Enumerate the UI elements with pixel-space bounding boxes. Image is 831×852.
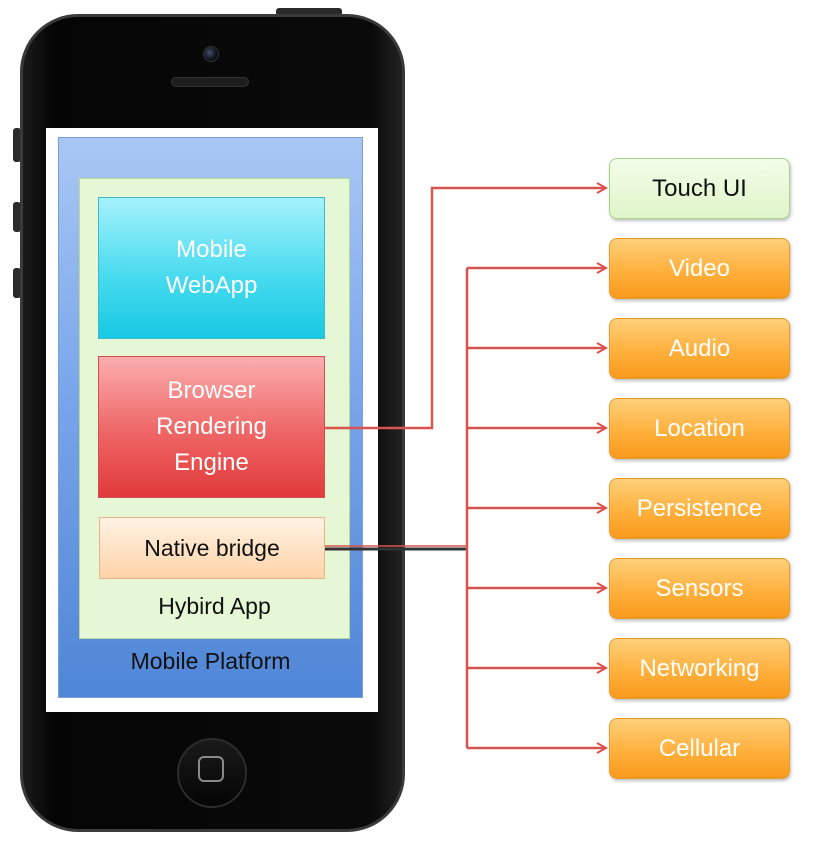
capability-label: Sensors [655,574,744,602]
mobile-platform-label: Mobile Platform [130,647,291,674]
home-square-icon [198,756,224,782]
mobile-webapp-box: Mobile WebApp [98,197,325,339]
capability-cellular: Cellular [609,718,790,779]
browser-engine-box: Browser Rendering Engine [98,356,325,498]
volume-up-button [13,202,21,232]
capability-label: Persistence [636,494,763,522]
capability-persistence: Persistence [609,478,790,539]
mobile-webapp-label: Mobile WebApp [165,236,258,299]
capability-label: Audio [668,334,731,362]
speaker-grille [171,77,249,87]
capability-audio: Audio [609,318,790,379]
capability-label: Video [669,254,730,282]
camera-icon [203,46,219,62]
capability-video: Video [609,238,790,299]
home-button [177,738,247,808]
capability-sensors: Sensors [609,558,790,619]
capability-label: Location [654,414,745,442]
capability-networking: Networking [609,638,790,699]
power-button [276,8,342,16]
mute-switch [13,128,21,162]
capability-label: Networking [639,654,760,682]
hybrid-app-label: Hybird App [158,592,271,619]
capability-touch-ui: Touch UI [609,158,790,219]
capability-location: Location [609,398,790,459]
connector-touch-ui [325,188,606,430]
capability-label: Cellular [658,734,741,762]
native-bridge-box: Native bridge [99,517,325,579]
capability-label: Touch UI [652,174,747,202]
native-bridge-label: Native bridge [144,534,280,561]
volume-down-button [13,268,21,298]
browser-engine-label: Browser Rendering Engine [156,377,267,476]
